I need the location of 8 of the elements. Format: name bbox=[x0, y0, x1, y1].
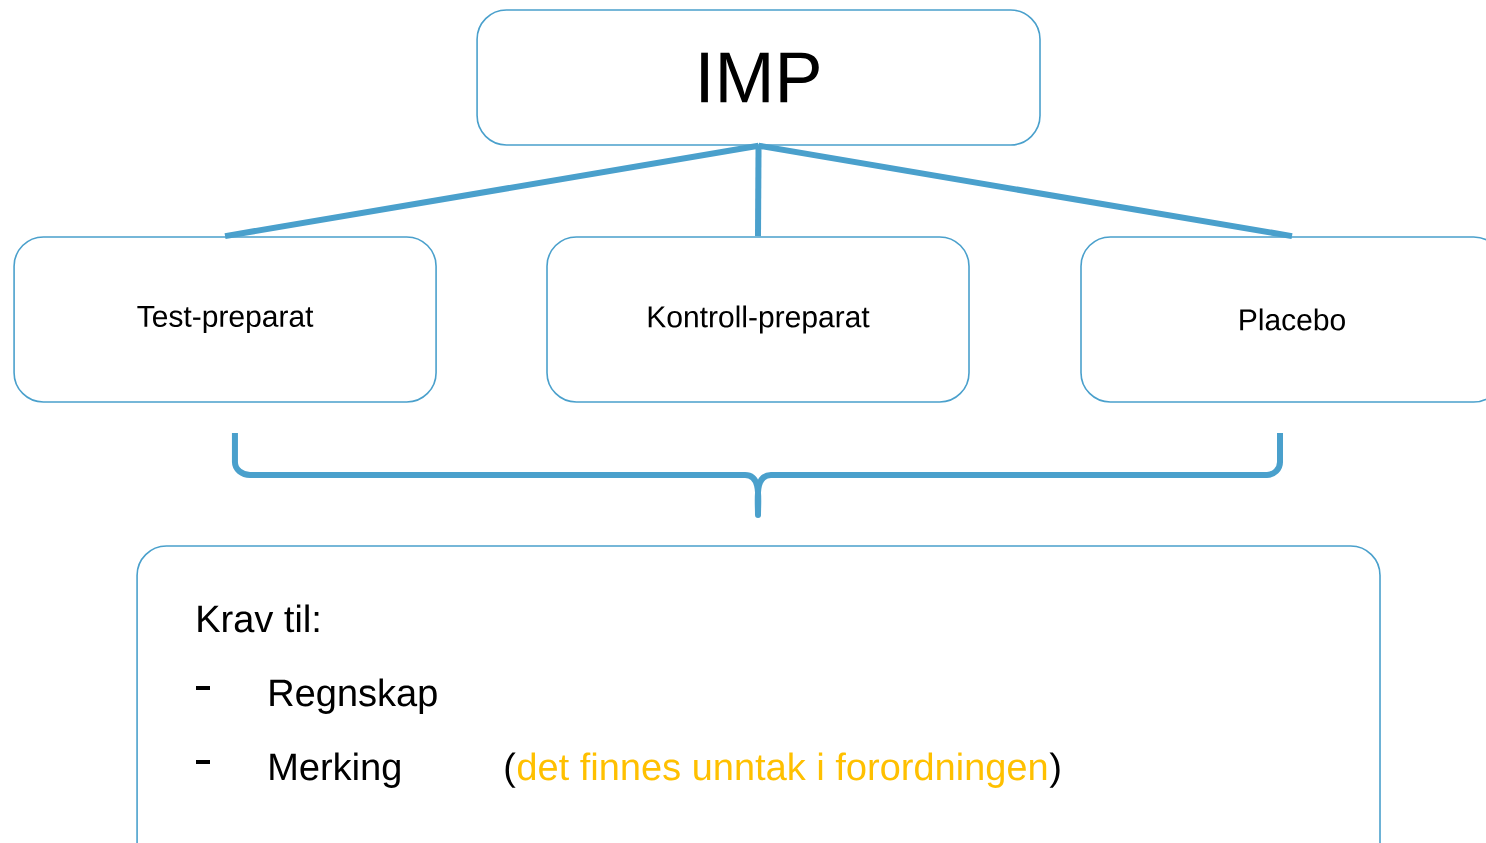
category-box: Test-preparat bbox=[13, 236, 437, 403]
title-box: IMP bbox=[476, 9, 1041, 146]
connector-line bbox=[758, 142, 1293, 240]
requirements-box: Krav til: Regnskap Merking (det finnes unntak i forordningen) bbox=[136, 545, 1381, 843]
connector-line bbox=[755, 145, 762, 237]
category-box: Placebo bbox=[1080, 236, 1486, 403]
connector-line bbox=[224, 142, 760, 240]
category-box: Kontroll-preparat bbox=[546, 236, 970, 403]
